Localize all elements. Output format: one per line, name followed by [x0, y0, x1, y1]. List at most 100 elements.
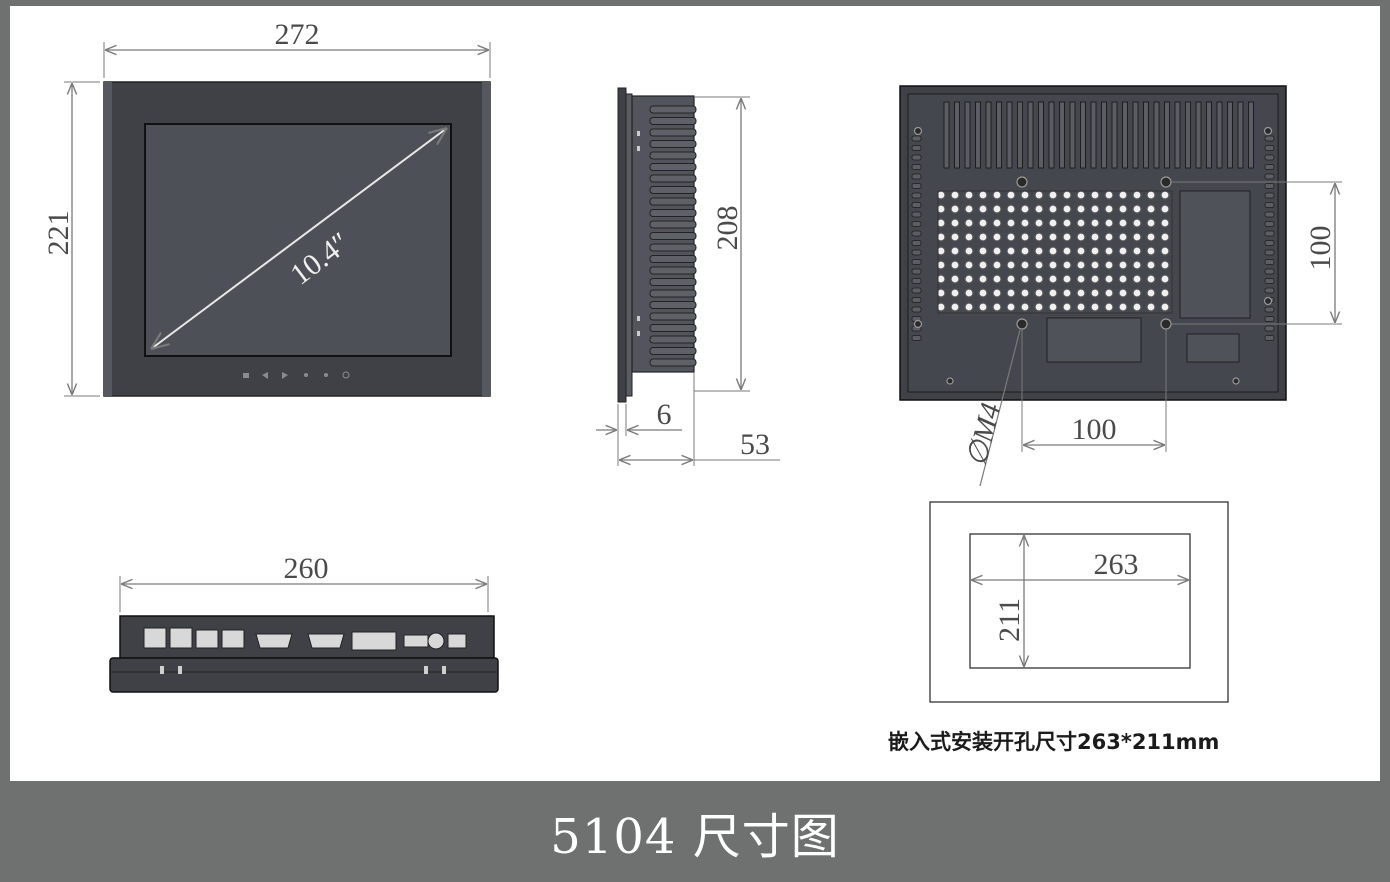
rear-label-area	[1179, 190, 1251, 319]
fin	[1069, 101, 1076, 169]
cutout-hole	[969, 533, 1191, 669]
fin	[911, 135, 922, 142]
fin	[911, 278, 922, 284]
fin	[1153, 101, 1160, 169]
fin	[911, 202, 922, 208]
fin	[1248, 101, 1254, 169]
front-panel-edge-right	[482, 82, 490, 396]
usb-port-icon	[143, 627, 167, 649]
fin	[649, 197, 697, 206]
fin	[1080, 101, 1086, 169]
hdmi-port-icon	[403, 634, 429, 648]
drawing-sheet: 10.4″ 272 221 208	[10, 6, 1380, 781]
fin	[1195, 101, 1202, 169]
com-port-icon	[307, 633, 345, 649]
cutout-height-label: 211	[993, 598, 1026, 642]
fin	[1264, 211, 1275, 218]
fin	[911, 154, 922, 161]
fin	[911, 297, 922, 303]
fin	[1264, 278, 1275, 284]
front-touch-keys	[243, 371, 350, 379]
diagonal-dimension-line	[151, 128, 447, 349]
fin	[649, 232, 697, 240]
fin	[649, 220, 697, 229]
fin	[911, 211, 922, 218]
rear-view: 100 100 ∅M4	[899, 85, 1342, 487]
fin	[1038, 101, 1044, 169]
fin	[954, 101, 960, 169]
fin	[996, 101, 1002, 169]
width-label: 272	[275, 18, 320, 51]
rear-mount-holes	[913, 126, 1273, 385]
fin	[649, 174, 697, 183]
fin	[649, 186, 697, 194]
fin	[1264, 240, 1275, 246]
fin	[1264, 306, 1275, 313]
side-view: 208 6 53	[596, 87, 780, 466]
cutout-outer-frame	[929, 501, 1229, 703]
fin	[1227, 101, 1233, 169]
fin	[1174, 101, 1181, 169]
fin	[1237, 101, 1244, 169]
fin	[1264, 325, 1275, 332]
fin	[1264, 335, 1275, 341]
fin	[1264, 173, 1275, 180]
fin	[649, 289, 697, 298]
fin	[1059, 101, 1065, 169]
dimension-drawing: 10.4″ 272 221 208	[42, 18, 1342, 703]
fin	[1164, 101, 1170, 169]
hole-label: ∅M4	[961, 400, 1008, 470]
side-bezel	[617, 87, 627, 403]
rear-side-fins	[911, 135, 1275, 341]
fin	[649, 278, 697, 286]
fin	[1264, 202, 1275, 208]
power-jack-icon	[427, 632, 445, 650]
fin	[1264, 249, 1275, 256]
side-slots	[637, 131, 640, 336]
fin	[1264, 230, 1275, 237]
fin	[985, 101, 992, 169]
fin	[1264, 259, 1275, 265]
lan-port-icon	[195, 629, 219, 649]
side-frame	[625, 93, 633, 397]
fin	[1264, 268, 1275, 275]
hole-leader-line	[979, 329, 1021, 487]
fin	[649, 301, 697, 309]
fin	[649, 335, 697, 344]
fin	[1264, 316, 1275, 322]
fin	[1264, 154, 1275, 161]
lan-port-icon	[221, 629, 245, 649]
fin	[911, 230, 922, 237]
cutout-caption: 嵌入式安装开孔尺寸263*211mm	[888, 730, 1220, 754]
fin	[911, 249, 922, 256]
hole-spacing-vertical-label: 100	[1304, 226, 1337, 271]
power-switch-icon	[447, 633, 467, 649]
fin	[1264, 145, 1275, 151]
rear-port-cover	[1046, 317, 1142, 363]
bottom-ports	[143, 627, 467, 651]
fin	[649, 358, 697, 367]
fin	[649, 243, 697, 252]
cutout-view: 263 211	[929, 501, 1229, 703]
fin	[964, 101, 971, 169]
fin	[943, 101, 950, 169]
height-label: 221	[42, 211, 75, 256]
fin	[911, 145, 922, 151]
fin	[649, 324, 697, 332]
fin	[1264, 192, 1275, 199]
depth-label: 53	[740, 428, 770, 461]
com-port-icon	[255, 633, 293, 649]
fin	[649, 347, 697, 355]
bottom-width-label: 260	[284, 552, 329, 585]
bottom-latches	[160, 666, 446, 674]
fin	[911, 183, 922, 189]
fin	[1264, 183, 1275, 189]
fin	[1206, 101, 1212, 169]
footer-title: 5104 尺寸图	[550, 808, 840, 865]
fin	[1185, 101, 1191, 169]
fin	[1111, 101, 1118, 169]
fin	[1264, 287, 1275, 294]
fin	[1017, 101, 1023, 169]
fin	[649, 140, 697, 148]
fin	[911, 306, 922, 313]
